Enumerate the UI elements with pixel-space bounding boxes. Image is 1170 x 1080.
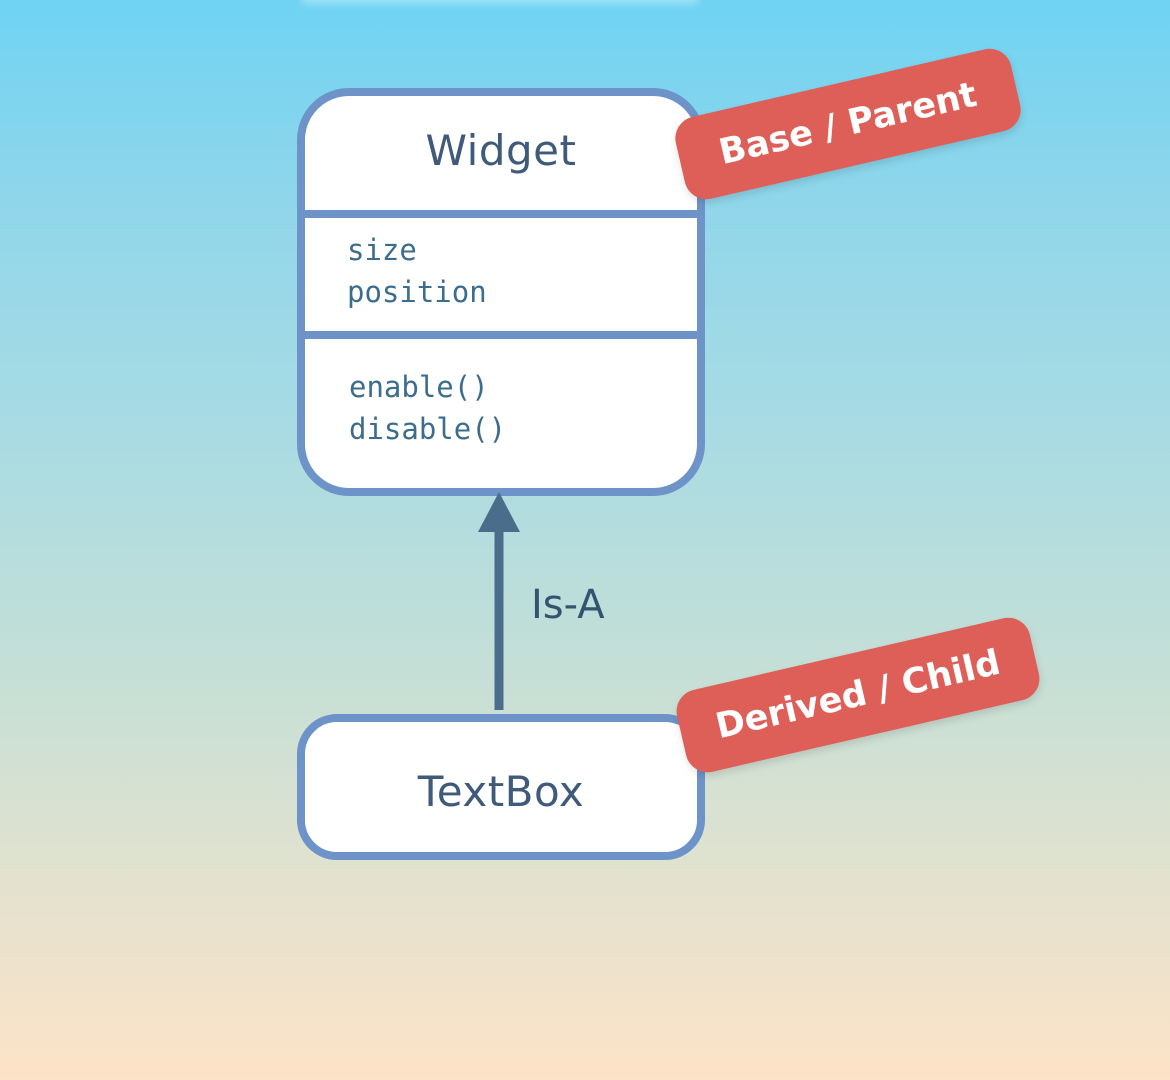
child-class-name: TextBox	[417, 767, 585, 816]
parent-role-tag: Base / Parent	[670, 44, 1026, 204]
attribute-position: position	[347, 275, 487, 309]
relationship-label: Is-A	[531, 582, 605, 628]
parent-class-box: Widget size position enable() disable()	[297, 88, 705, 496]
attribute-size: size	[347, 233, 417, 267]
arrow-head	[478, 492, 520, 532]
parent-class-name: Widget	[425, 126, 577, 175]
class-divider	[305, 331, 697, 339]
class-divider	[305, 210, 697, 218]
method-enable: enable()	[349, 370, 489, 404]
child-role-tag: Derived / Child	[672, 613, 1044, 777]
parent-class-attributes: size position	[347, 229, 487, 313]
inheritance-arrow	[478, 492, 520, 710]
child-class-box: TextBox	[297, 714, 705, 860]
top-highlight	[300, 0, 700, 4]
method-disable: disable()	[349, 412, 507, 446]
parent-class-methods: enable() disable()	[349, 366, 506, 450]
